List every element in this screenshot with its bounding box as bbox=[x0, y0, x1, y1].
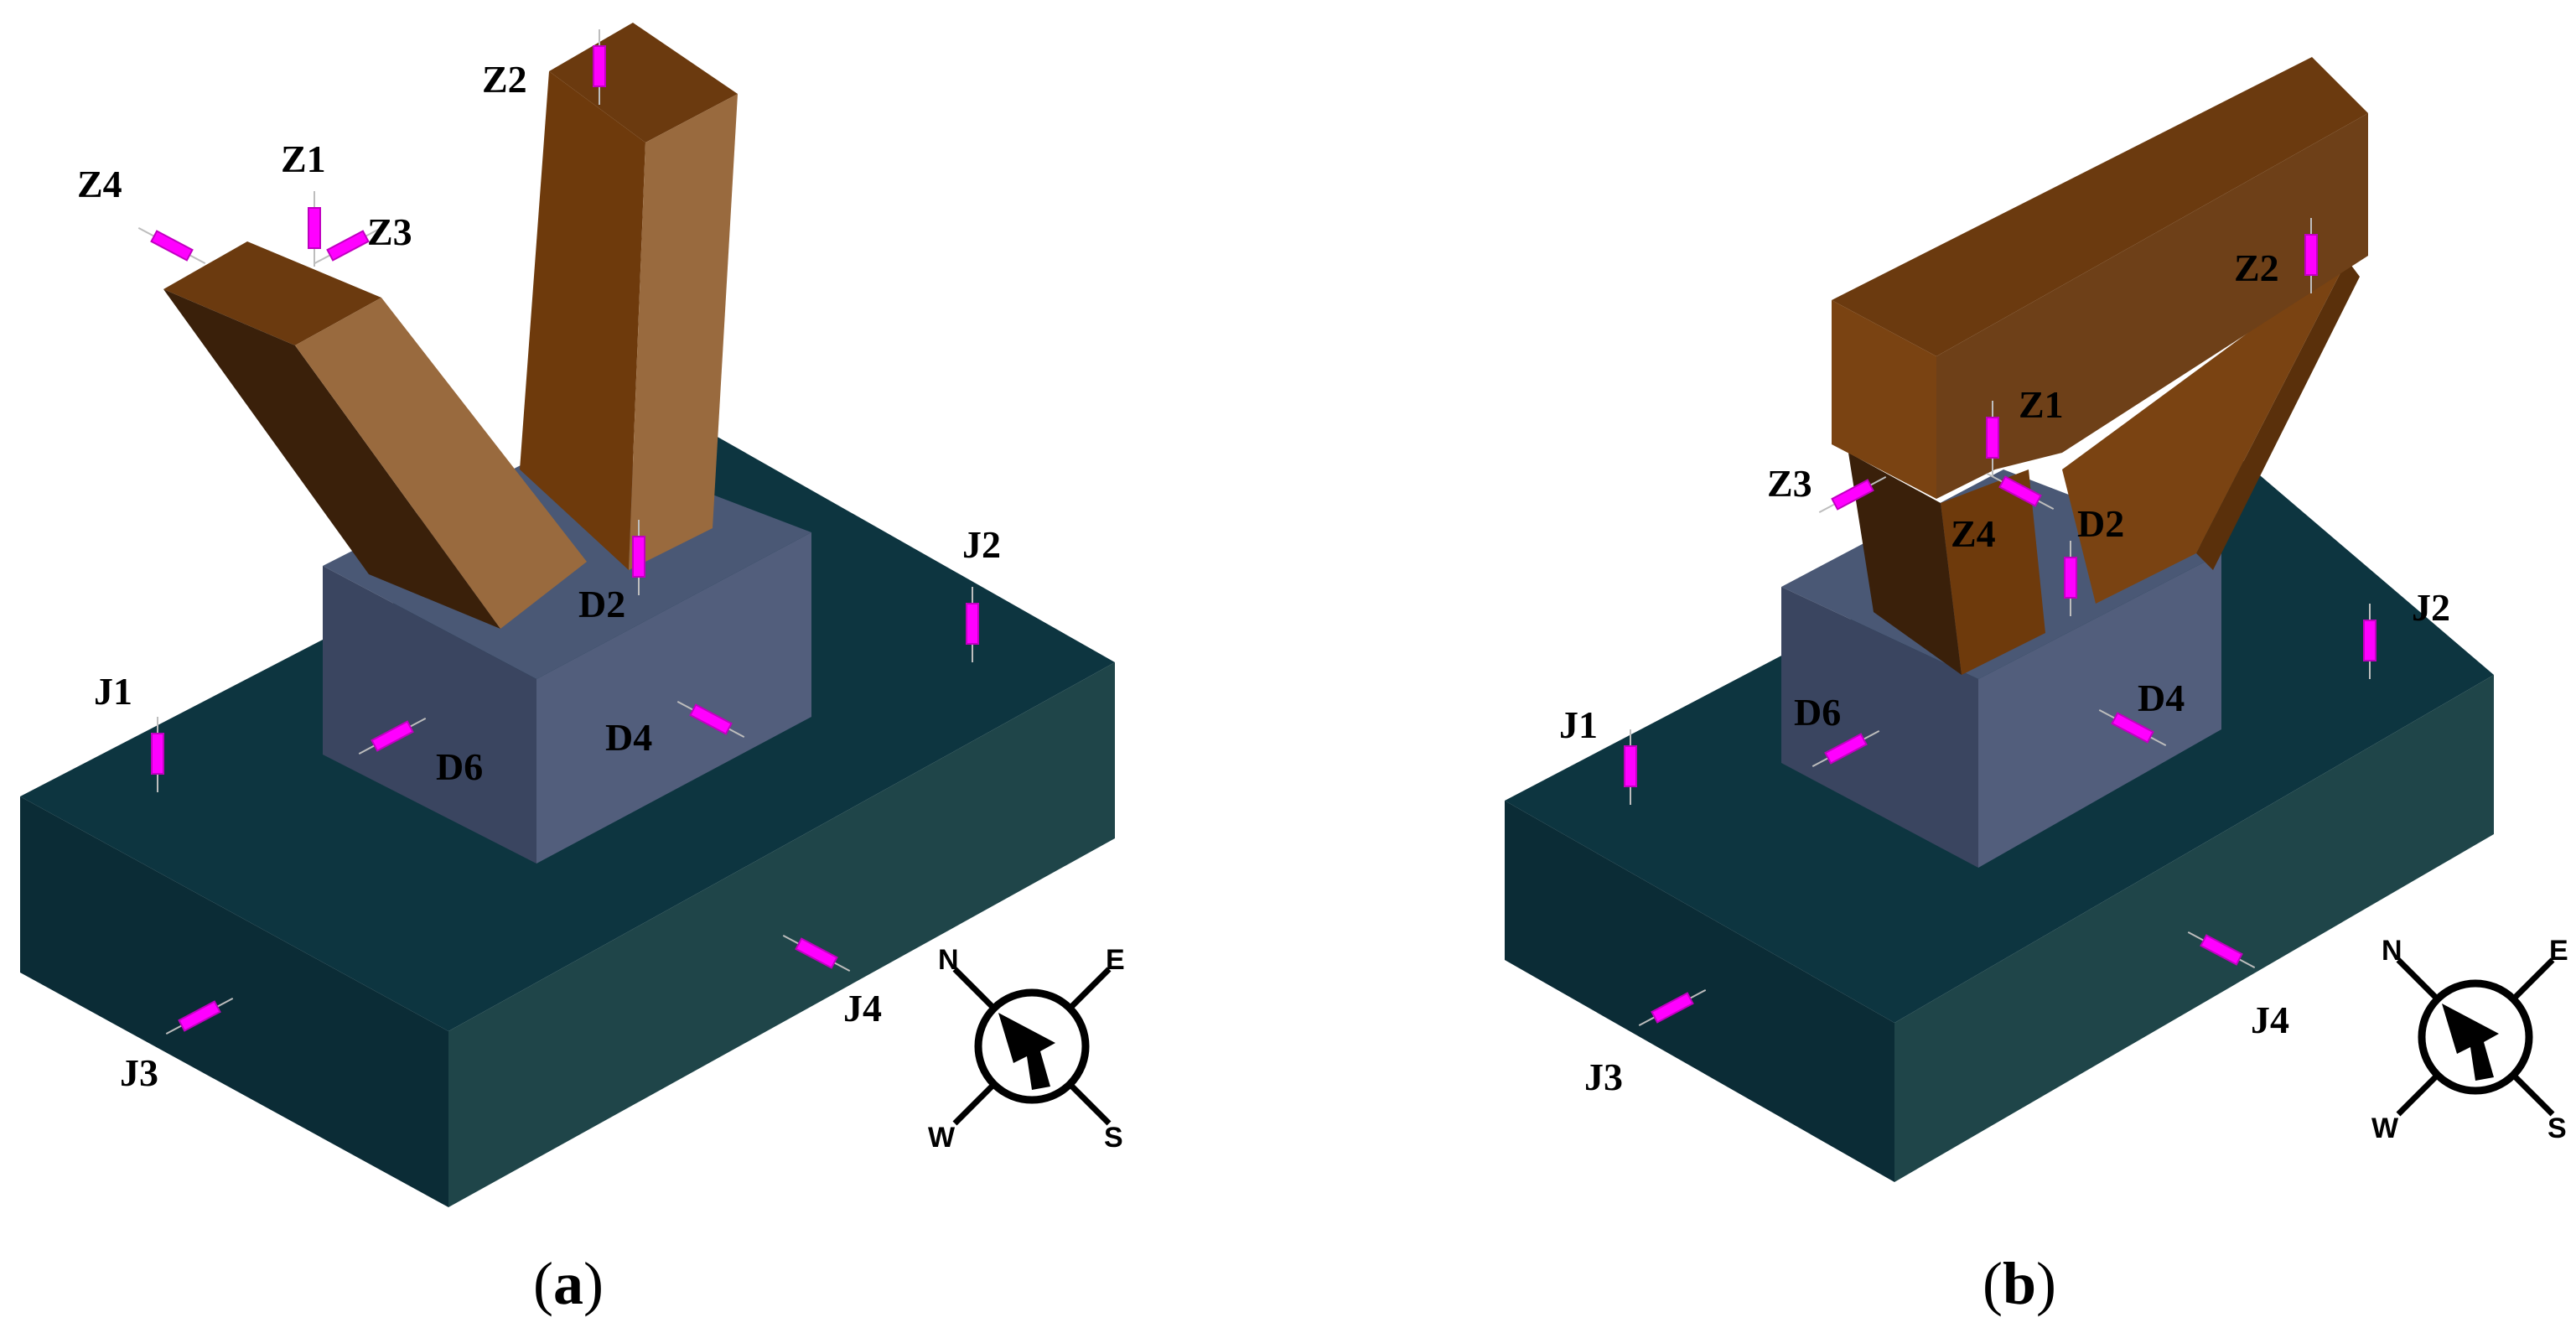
panel-b: Z2 Z1 Z3 Z4 D2 D4 D6 J1 J2 J3 J4 N E S W… bbox=[1505, 57, 2568, 1317]
portal-legs-b bbox=[1848, 260, 2360, 675]
label-j4: J4 bbox=[843, 987, 882, 1030]
leg-right-face bbox=[2062, 260, 2347, 604]
pedestal-right bbox=[536, 532, 811, 864]
compass-n: N bbox=[2382, 935, 2402, 967]
label-z1: Z1 bbox=[2019, 383, 2064, 426]
label-j4: J4 bbox=[2251, 998, 2289, 1041]
label-d6: D6 bbox=[1794, 691, 1841, 734]
column-front bbox=[520, 71, 645, 570]
sensor-d6 bbox=[358, 717, 427, 755]
sensor-d2 bbox=[632, 520, 645, 595]
sensor-z4 bbox=[137, 226, 206, 265]
panel-a: Z2 Z1 Z4 Z3 D2 D4 D6 J1 J2 J3 J4 N E S W… bbox=[20, 23, 1125, 1317]
sensor-j1 bbox=[1624, 729, 1637, 805]
label-d6: D6 bbox=[436, 745, 483, 788]
label-d2: D2 bbox=[2077, 502, 2124, 545]
sensor-z2 bbox=[593, 29, 606, 105]
north-arrow-icon bbox=[998, 1013, 1055, 1090]
sensor-d6 bbox=[1811, 729, 1880, 768]
pedestal-left bbox=[1781, 587, 1978, 868]
label-z2: Z2 bbox=[2234, 246, 2279, 289]
compass-e: E bbox=[1106, 944, 1125, 976]
label-z3: Z3 bbox=[1767, 462, 1812, 505]
label-j3: J3 bbox=[120, 1051, 158, 1094]
sensor-d4 bbox=[676, 700, 745, 739]
sensor-z3 bbox=[1818, 475, 1887, 514]
foundation-right bbox=[1894, 675, 2494, 1182]
portal-beam-b bbox=[1832, 57, 2368, 499]
label-j1: J1 bbox=[94, 670, 132, 713]
compass-e: E bbox=[2549, 935, 2568, 967]
label-d2: D2 bbox=[578, 583, 625, 625]
label-z4: Z4 bbox=[1951, 512, 1996, 555]
compass-b: N E S W bbox=[2371, 935, 2568, 1144]
sensor-z3 bbox=[314, 226, 382, 265]
beam-side bbox=[1936, 113, 2368, 499]
label-z3: Z3 bbox=[367, 210, 412, 253]
leg-left-face bbox=[1941, 469, 2045, 675]
sensor-z4 bbox=[1986, 472, 2055, 511]
sensor-j3 bbox=[1638, 988, 1707, 1027]
sensor-z2 bbox=[2304, 218, 2318, 293]
compass-n: N bbox=[938, 944, 959, 976]
caption-b: (b) bbox=[1983, 1250, 2056, 1317]
sensor-j4 bbox=[782, 934, 851, 973]
label-j2: J2 bbox=[962, 523, 1001, 566]
label-j1: J1 bbox=[1559, 703, 1598, 746]
column-dark-face bbox=[163, 289, 500, 629]
foundation-left bbox=[20, 796, 448, 1207]
column-top bbox=[163, 241, 381, 345]
sensors-b bbox=[1624, 218, 2376, 1027]
sensor-z1 bbox=[308, 191, 321, 267]
sensors-a bbox=[137, 29, 979, 1035]
foundation-right bbox=[448, 662, 1115, 1207]
label-z2: Z2 bbox=[482, 58, 527, 101]
inclined-column-a bbox=[163, 241, 587, 629]
label-z4: Z4 bbox=[77, 163, 122, 205]
compass-s: S bbox=[2547, 1113, 2567, 1144]
label-j2: J2 bbox=[2412, 586, 2450, 629]
leg-left-dark bbox=[1848, 453, 1962, 675]
leg-right-side bbox=[2196, 260, 2360, 570]
sensor-z1 bbox=[1986, 401, 1999, 476]
foundation-left bbox=[1505, 801, 1894, 1182]
pedestal-left bbox=[323, 566, 536, 864]
sensor-j2 bbox=[966, 587, 979, 662]
beam-top bbox=[1832, 57, 2368, 356]
sensor-j3 bbox=[165, 997, 234, 1035]
beam-front bbox=[1832, 300, 1936, 499]
vertical-column-a bbox=[520, 23, 738, 570]
sensor-d4 bbox=[2098, 708, 2167, 747]
compass-w: W bbox=[928, 1122, 956, 1154]
label-d4: D4 bbox=[2138, 677, 2185, 719]
label-z1: Z1 bbox=[281, 137, 326, 180]
labels-a: Z2 Z1 Z4 Z3 D2 D4 D6 J1 J2 J3 J4 bbox=[77, 58, 1001, 1094]
sensor-j1 bbox=[151, 717, 164, 792]
compass-s: S bbox=[1104, 1122, 1123, 1154]
column-side bbox=[629, 94, 738, 570]
sensor-j2 bbox=[2363, 604, 2376, 679]
label-j3: J3 bbox=[1584, 1056, 1623, 1098]
compass-w: W bbox=[2371, 1113, 2399, 1144]
sensor-d2 bbox=[2064, 541, 2077, 616]
compass-a: N E S W bbox=[928, 944, 1125, 1154]
north-arrow-icon bbox=[2442, 1004, 2499, 1081]
label-d4: D4 bbox=[605, 716, 652, 759]
column-light-face bbox=[295, 298, 587, 629]
labels-b: Z2 Z1 Z3 Z4 D2 D4 D6 J1 J2 J3 J4 bbox=[1559, 246, 2450, 1098]
sensor-j4 bbox=[2187, 931, 2256, 969]
caption-a: (a) bbox=[533, 1250, 604, 1317]
